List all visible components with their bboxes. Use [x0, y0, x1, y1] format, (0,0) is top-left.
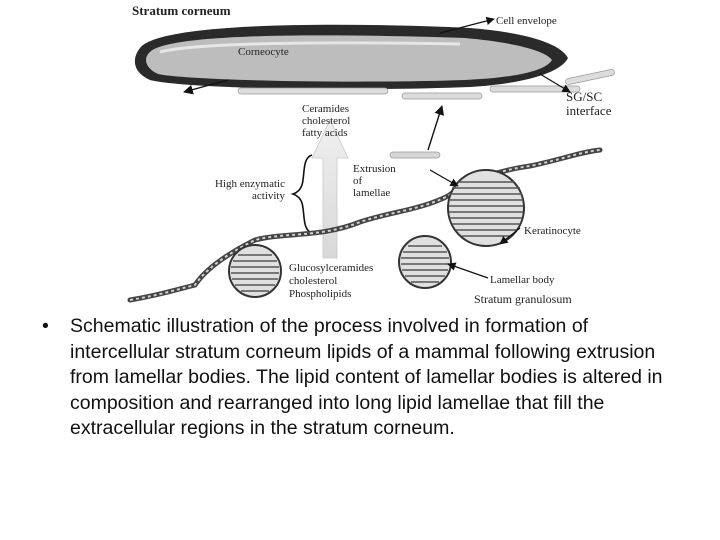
label-stratum-corneum: Stratum corneum [132, 3, 231, 18]
caption: • Schematic illustration of the process … [42, 314, 682, 442]
label-stratum-granulosum: Stratum granulosum [474, 292, 572, 306]
label-glucosylceramides-3: Phospholipids [289, 288, 351, 300]
intercellular-lamellae [237, 69, 615, 159]
differentiation-arrow [311, 119, 349, 259]
enzymatic-brace [290, 154, 313, 234]
label-extrusion-2: of [353, 175, 363, 187]
arrow-corneocyte-left [183, 79, 229, 95]
label-extrusion-1: Extrusion [353, 163, 396, 175]
label-sg-sc-2: interface [566, 103, 612, 118]
label-sg-sc-1: SG/SC [566, 89, 602, 104]
lamellar-body-small [228, 244, 282, 298]
caption-bullet: • [42, 315, 49, 337]
label-lamellar-body: Lamellar body [490, 274, 555, 286]
arrow-to-large-body [429, 169, 459, 187]
arrow-cell-envelope [439, 16, 495, 34]
caption-text: Schematic illustration of the process in… [70, 315, 663, 440]
label-keratinocyte: Keratinocyte [524, 225, 581, 237]
lamellar-body-medium [398, 235, 452, 289]
arrow-lamellar-body [447, 262, 489, 279]
label-enzymatic-1: High enzymatic [215, 178, 285, 190]
label-extrusion-3: lamellae [353, 187, 390, 199]
label-ceramides-2: cholesterol [302, 115, 350, 127]
label-corneocyte: Corneocyte [238, 46, 289, 58]
label-ceramides-3: fatty acids [302, 127, 348, 139]
arrow-keratinocyte [499, 227, 521, 245]
label-cell-envelope: Cell envelope [496, 15, 557, 27]
lamellar-body-large [447, 169, 525, 247]
stratum-corneum-diagram: Stratum corneum Cell envelope Corneocyte… [127, 3, 615, 306]
label-enzymatic-2: activity [252, 190, 285, 202]
label-ceramides-1: Ceramides [302, 103, 349, 115]
arrow-sg-sc [539, 73, 571, 93]
label-glucosylceramides-1: Glucosylceramides [289, 262, 373, 274]
corneocyte-cell [134, 24, 568, 90]
label-glucosylceramides-2: cholesterol [289, 275, 337, 287]
arrow-extrusion [427, 105, 444, 151]
